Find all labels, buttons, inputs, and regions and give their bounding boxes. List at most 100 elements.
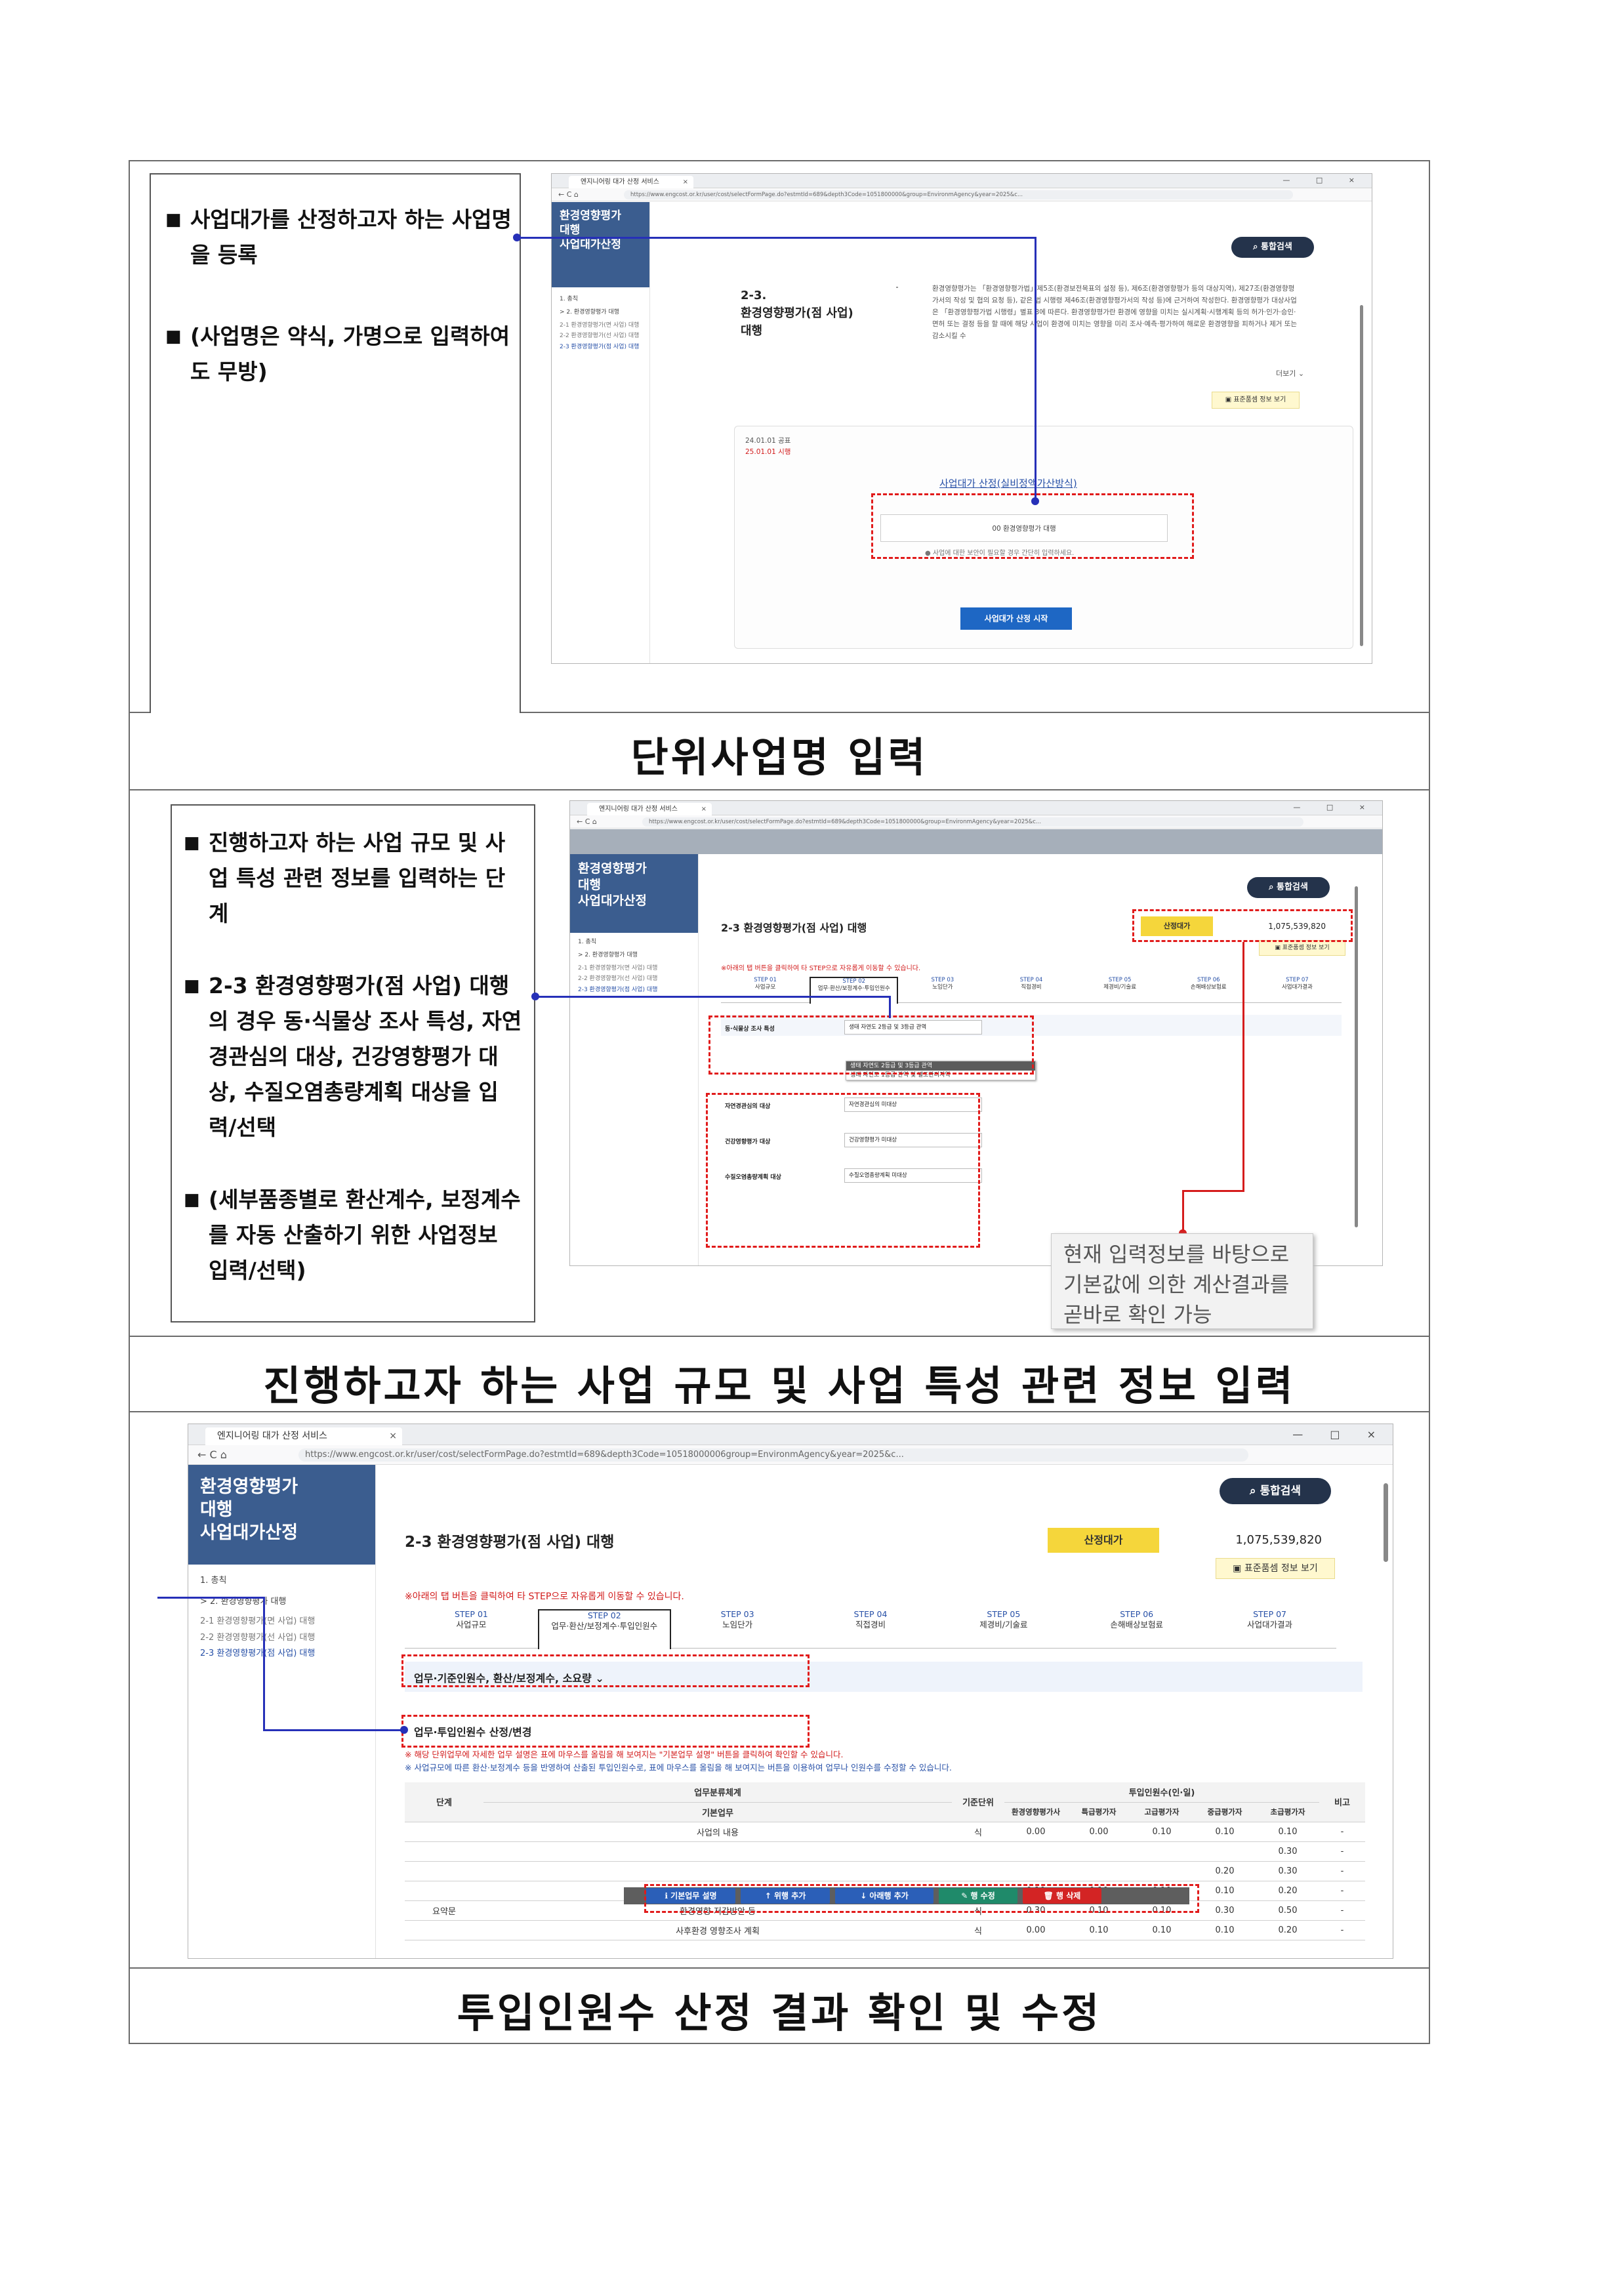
task-info-button[interactable]: ℹ 기본업무 설명 <box>646 1888 735 1904</box>
more-link[interactable]: 더보기 ⌄ <box>1276 369 1305 378</box>
cell: 식 <box>952 1822 1004 1842</box>
cell: 0.00 <box>1004 1822 1067 1842</box>
table-notes: ※ 해당 단위업무에 자세한 업무 설명은 표에 마우스를 올림을 해 보여지는… <box>405 1750 952 1773</box>
standard-info-button[interactable]: ▣ 표준품셈 정보 보기 <box>1216 1558 1335 1579</box>
nav-icons[interactable]: ← C ⌂ <box>558 190 579 199</box>
note-item: ■2-3 환경영향평가(점 사업) 대행의 경우 동·식물상 조사 특성, 자연… <box>184 973 522 1140</box>
field-select[interactable]: 건강영향평가 미대상 <box>844 1133 982 1147</box>
url-field[interactable]: https://www.engcost.or.kr/user/cost/sele… <box>624 190 1293 199</box>
standard-info-button[interactable]: ▣ 표준품셈 정보 보기 <box>1259 940 1345 956</box>
field-select[interactable]: 생태 자연도 2등급 및 3등급 관역 <box>844 1020 982 1035</box>
highlight-project-input <box>871 493 1194 559</box>
connector-dot <box>400 1726 408 1734</box>
browser-tab[interactable]: 엔지니어링 대가 산정 서비스× <box>587 803 712 815</box>
calc-link[interactable]: 사업대가 산정(실비정액가산방식) <box>939 478 1077 489</box>
cell: 0.10 <box>1256 1822 1319 1842</box>
standard-info-button[interactable]: ▣ 표준품셈 정보 보기 <box>1212 392 1300 409</box>
field-select[interactable]: 자연경관심의 미대상 <box>844 1097 982 1112</box>
cell: 0.00 <box>1004 1920 1067 1940</box>
cell: 0.50 <box>1256 1900 1319 1921</box>
scrollbar[interactable] <box>1355 886 1358 1227</box>
url-field[interactable]: https://www.engcost.or.kr/user/cost/sele… <box>298 1448 1248 1462</box>
nav-icons[interactable]: ← C ⌂ <box>197 1448 227 1461</box>
window-controls[interactable]: — □ × <box>1293 803 1377 811</box>
accordion-label: 업무·기준인원수, 환산/보정계수, 소요량 ⌄ <box>414 1672 604 1685</box>
browser-tab[interactable]: 엔지니어링 대가 산정 서비스× <box>569 176 693 188</box>
table-row[interactable]: 0.30- <box>405 1841 1365 1862</box>
project-name-input[interactable]: 00 환경영향평가 대행 <box>880 514 1168 542</box>
browser-tab[interactable]: 엔지니어링 대가 산정 서비스× <box>205 1427 402 1445</box>
cell: - <box>1319 1861 1365 1881</box>
screenshot-section1: 엔지니어링 대가 산정 서비스× — □ × ← C ⌂ https://www… <box>551 173 1372 664</box>
window-controls[interactable]: — □ × <box>1282 176 1366 184</box>
cost-value: 1,075,539,820 <box>1235 1533 1322 1547</box>
cost-value: 1,075,539,820 <box>1268 922 1326 931</box>
nav-icons[interactable]: ← C ⌂ <box>577 817 597 826</box>
sidebar-menu[interactable]: 1. 총칙 > 2. 환경영향평가 대행 2-1 환경영향평가(면 사업) 대행… <box>578 939 658 993</box>
step-number: STEP 07 <box>1286 977 1309 983</box>
cell <box>1004 1861 1067 1881</box>
search-button[interactable]: ⌕ 통합검색 <box>1220 1478 1331 1504</box>
field-select[interactable]: 수질오염총량계획 미대상 <box>844 1168 982 1183</box>
add-row-above-button[interactable]: ↑ 위행 추가 <box>741 1888 830 1904</box>
highlight-accordion <box>401 1654 810 1687</box>
screenshot-section2: 엔지니어링 대가 산정 서비스× — □ × ← C ⌂ https://www… <box>569 800 1383 1266</box>
section1-note-box: ■사업대가를 산정하고자 하는 사업명을 등록 ■(사업명은 약식, 가명으로 … <box>150 173 521 713</box>
dropdown-menu[interactable]: 생태 자연도 2등급 및 3등급 관역 생태 자연도 1등급 관역 및 별도관리… <box>846 1061 1036 1080</box>
cell <box>1193 1841 1256 1862</box>
sidebar-menu[interactable]: 1. 총칙 > 2. 환경영향평가 대행 2-1 환경영향평가(면 사업) 대행… <box>560 296 640 350</box>
accordion-2[interactable]: 업무·투입인원수 산정/변경 <box>405 1717 798 1744</box>
step-number: STEP 06 <box>1197 977 1220 983</box>
step-number: STEP 04 <box>1019 977 1043 983</box>
cell: 0.10 <box>1193 1881 1256 1901</box>
cell: 0.30 <box>1256 1861 1319 1881</box>
cell <box>483 1861 952 1881</box>
cell: 0.30 <box>1193 1900 1256 1921</box>
search-button[interactable]: ⌕ 통합검색 <box>1247 877 1330 898</box>
start-calc-button[interactable]: 사업대가 산정 시작 <box>960 607 1072 630</box>
step-number: STEP 03 <box>931 977 954 983</box>
sidebar-menu[interactable]: 1. 총칙 > 2. 환경영향평가 대행 2-1 환경영향평가(면 사업) 대행… <box>200 1576 316 1658</box>
cell: - <box>1319 1920 1365 1940</box>
scrollbar[interactable] <box>1360 305 1363 646</box>
scrollbar[interactable] <box>1384 1483 1388 1562</box>
notice-text: ※아래의 탭 버튼을 클릭하여 타 STEP으로 자유롭게 이동할 수 있습니다… <box>405 1591 684 1602</box>
cell <box>405 1822 483 1842</box>
search-button[interactable]: ⌕ 통합검색 <box>1231 237 1314 258</box>
window-controls[interactable]: — □ × <box>1292 1428 1387 1441</box>
step-number: STEP 04 <box>853 1609 888 1619</box>
edit-row-button[interactable]: ✎ 행 수정 <box>939 1888 1017 1904</box>
delete-row-button[interactable]: 🗑 행 삭제 <box>1023 1888 1101 1904</box>
col-header: 기준단위 <box>952 1782 1004 1822</box>
cell <box>1067 1861 1130 1881</box>
cell: 사후환경 영향조사 계획 <box>483 1920 952 1940</box>
divider <box>896 287 898 288</box>
url-field[interactable]: https://www.engcost.or.kr/user/cost/sele… <box>642 817 1303 827</box>
step-number: STEP 05 <box>987 1609 1021 1619</box>
address-bar: ← C ⌂ https://www.engcost.or.kr/user/cos… <box>552 188 1372 201</box>
note-item: ■(사업명은 약식, 가명으로 입력하여도 무방) <box>165 323 510 384</box>
add-row-below-button[interactable]: ↓ 아래행 추가 <box>835 1888 934 1904</box>
col-header: 투입인원수(인·일) <box>1004 1782 1319 1803</box>
